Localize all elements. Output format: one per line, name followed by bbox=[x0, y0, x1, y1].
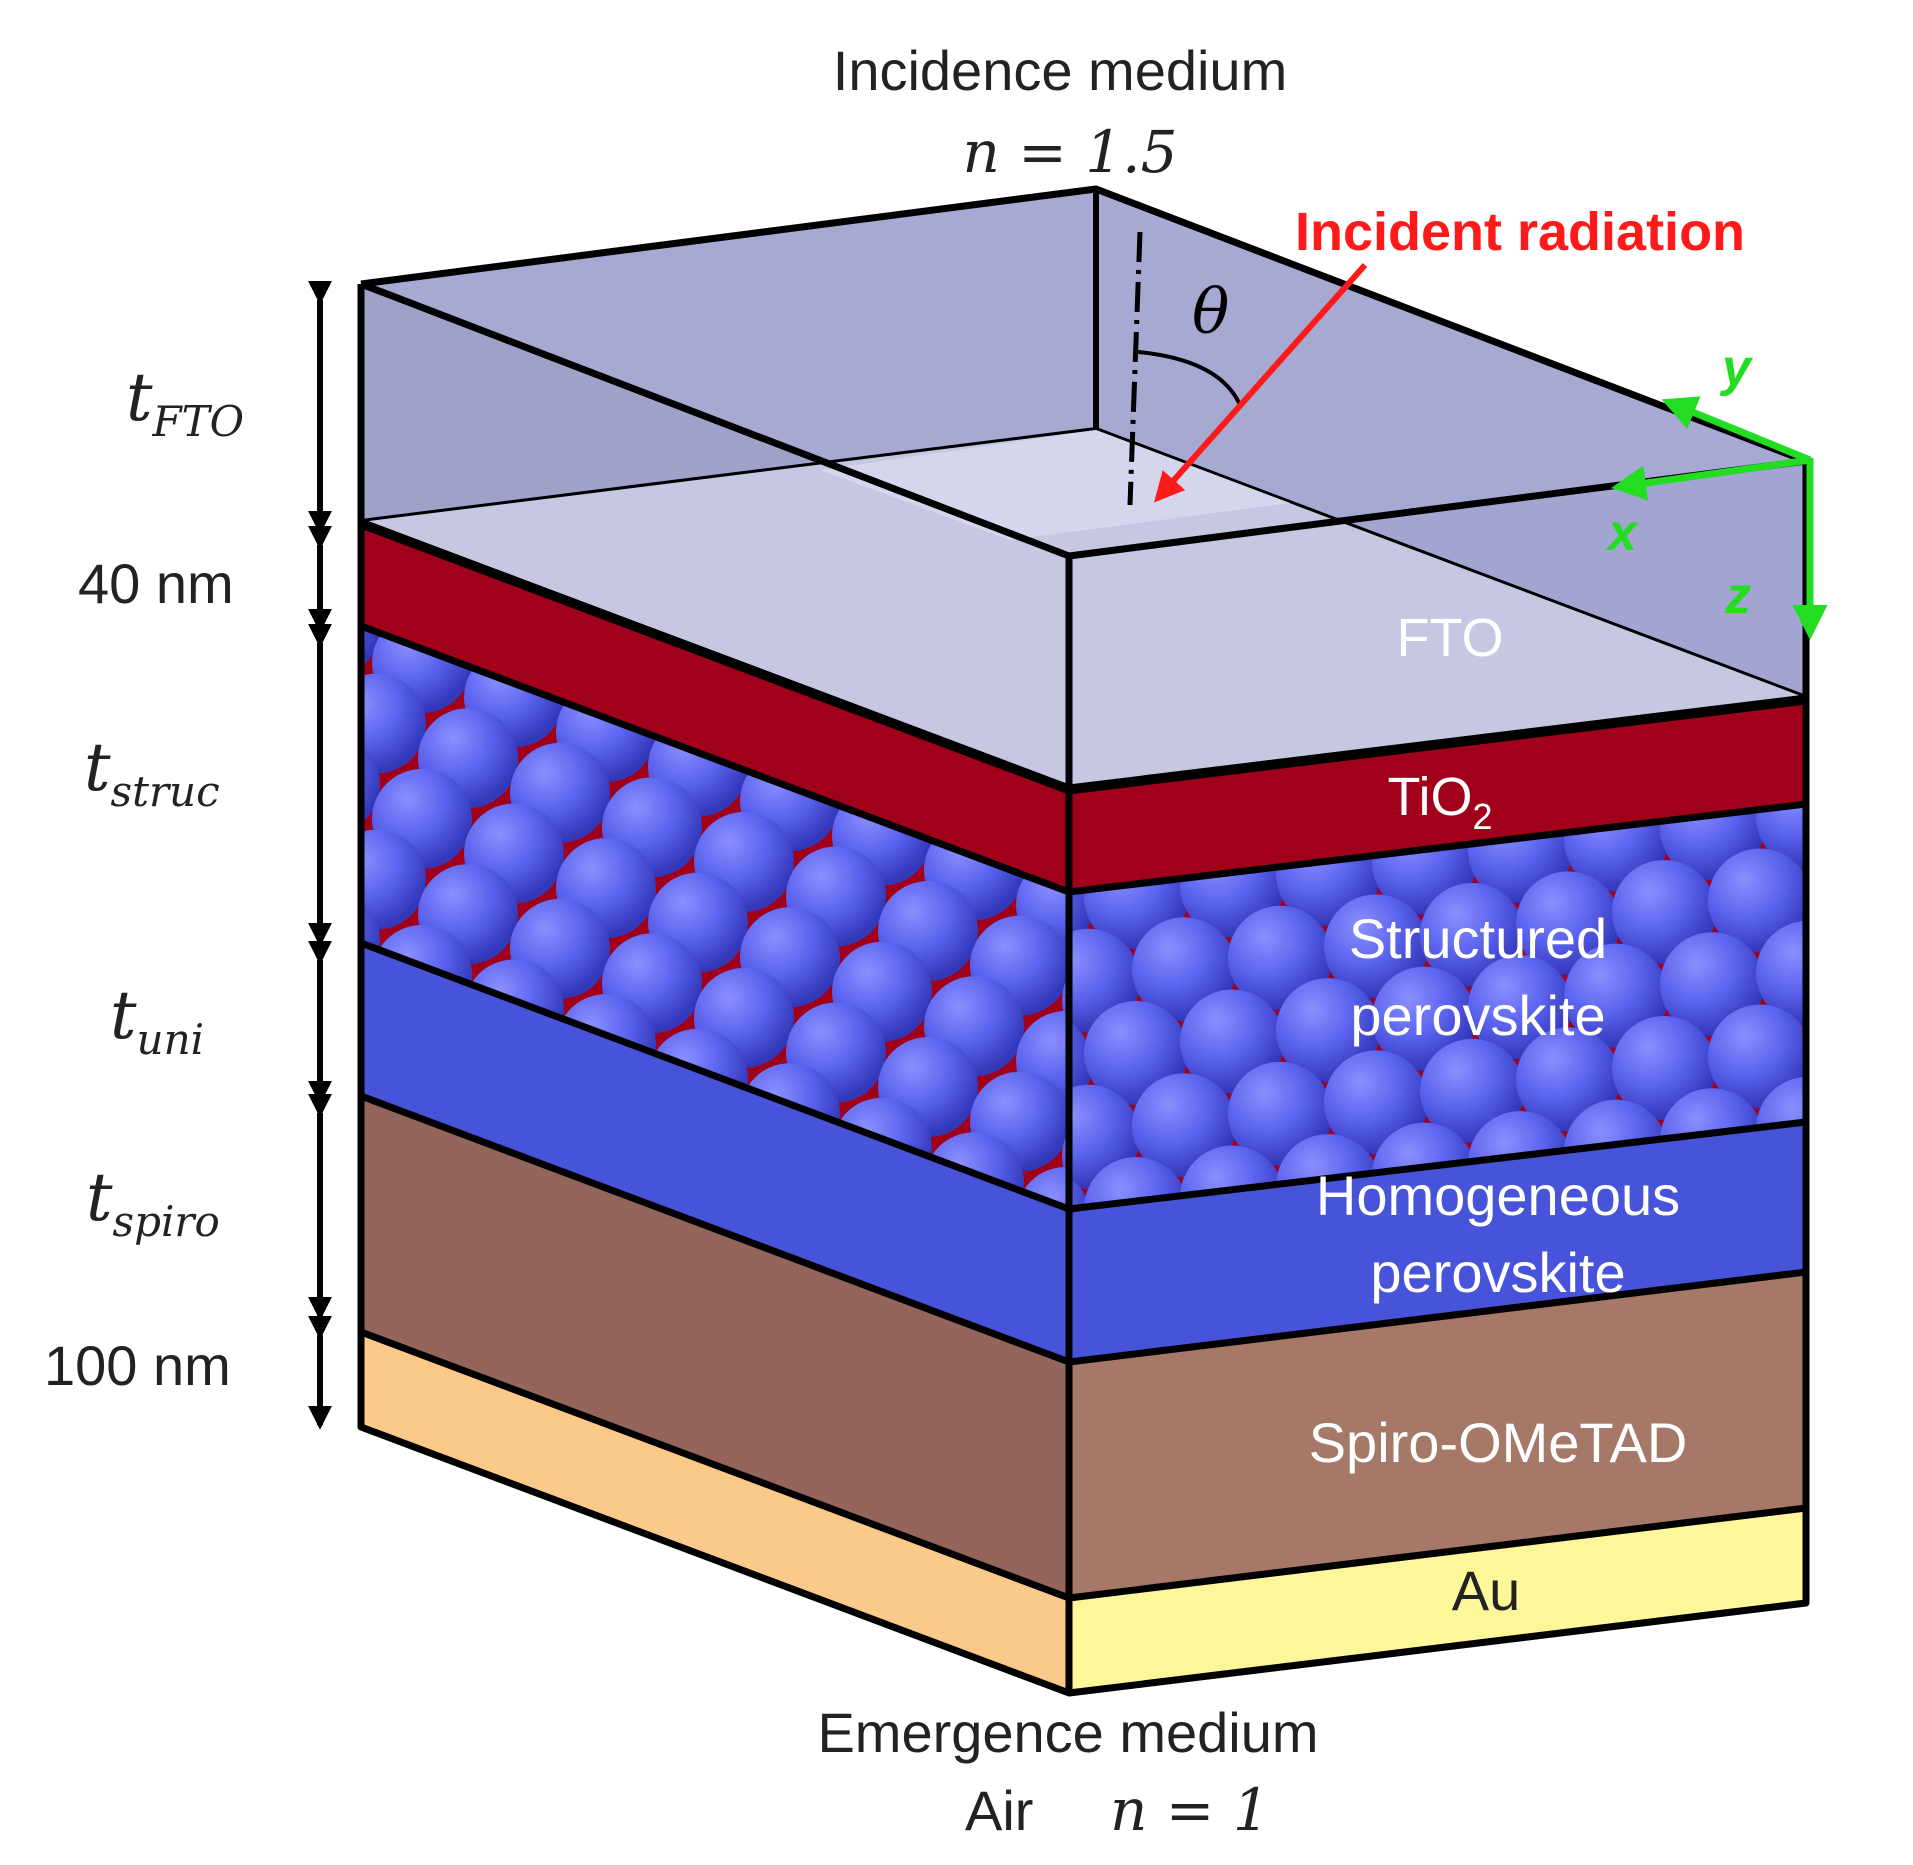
fto-layer bbox=[361, 430, 1806, 788]
homogeneous-perovskite-layer bbox=[361, 943, 1806, 1360]
surface-normal-line bbox=[1127, 231, 1143, 506]
x-axis-label: x bbox=[1605, 504, 1639, 562]
fto-label: FTO bbox=[1397, 608, 1504, 668]
perovskite-sphere bbox=[1756, 920, 1806, 1025]
au-left-face bbox=[361, 1332, 1069, 1693]
fto-top-face bbox=[361, 430, 1806, 788]
tio2-front-face bbox=[1069, 702, 1806, 890]
incident-radiation-label: Incident radiation bbox=[1295, 202, 1745, 262]
perovskite-sphere bbox=[1804, 837, 1806, 942]
incidence-medium-index: n = 1.5 bbox=[962, 118, 1177, 186]
spiro-layer bbox=[361, 1096, 1806, 1596]
box-outline bbox=[357, 185, 1810, 1697]
z-axis-label: z bbox=[1724, 567, 1751, 625]
perovskite-sphere bbox=[361, 734, 380, 835]
homogeneous-perovskite-label-line1: Homogeneous bbox=[1316, 1164, 1680, 1227]
homogeneous-perovskite-label-line2: perovskite bbox=[1370, 1241, 1625, 1304]
structured-perovskite-label-line1: Structured bbox=[1349, 907, 1607, 970]
perovskite-sphere bbox=[1084, 1157, 1188, 1207]
tio2-left-face bbox=[361, 526, 1069, 890]
emergence-medium-title: Emergence medium bbox=[817, 1701, 1318, 1764]
structured-perovskite-label-line2: perovskite bbox=[1350, 984, 1605, 1047]
spiro-label: Spiro-OMeTAD bbox=[1309, 1411, 1688, 1474]
fto-top-overlay bbox=[820, 430, 1290, 540]
y-axis-label: y bbox=[1719, 339, 1754, 397]
perovskite-sphere bbox=[1756, 804, 1806, 869]
spiro-front-face bbox=[1069, 1272, 1806, 1596]
au-label: Au bbox=[1452, 1559, 1521, 1622]
emergence-medium-air: Air bbox=[965, 1779, 1033, 1842]
perovskite-sphere bbox=[1016, 1166, 1069, 1207]
perovskite-sphere bbox=[1804, 993, 1806, 1098]
thickness-label-tio2: 40 nm bbox=[78, 552, 234, 615]
au-front-face bbox=[1069, 1508, 1806, 1693]
angle-theta-label: θ bbox=[1192, 275, 1229, 348]
thickness-label-fto: tFTO bbox=[126, 359, 244, 446]
perovskite-sphere bbox=[361, 829, 426, 930]
emergence-medium-index: n = 1 bbox=[1110, 1776, 1270, 1844]
x-axis-arrow bbox=[1611, 456, 1811, 501]
tio2-label: TiO2 bbox=[1387, 767, 1492, 837]
angle-arc bbox=[1137, 350, 1242, 406]
au-layer bbox=[361, 1332, 1806, 1693]
incidence-medium-title: Incidence medium bbox=[833, 39, 1287, 102]
thickness-label-struc: tstruc bbox=[84, 729, 220, 816]
homogeneous-left-face bbox=[361, 943, 1069, 1360]
thickness-label-au: 100 nm bbox=[44, 1334, 231, 1397]
homogeneous-front-face bbox=[1069, 1122, 1806, 1360]
spiro-left-face bbox=[361, 1096, 1069, 1596]
incident-radiation-arrow bbox=[1154, 263, 1368, 503]
thickness-label-uni: tuni bbox=[110, 977, 204, 1064]
thickness-label-spiro: tspiro bbox=[86, 1159, 220, 1246]
incidence-medium-top-face bbox=[361, 189, 1806, 556]
coordinate-axes: y x z bbox=[1605, 339, 1828, 640]
perovskite-sphere bbox=[361, 673, 426, 774]
tio2-layer bbox=[361, 526, 1806, 890]
y-axis-arrow bbox=[1661, 396, 1812, 464]
